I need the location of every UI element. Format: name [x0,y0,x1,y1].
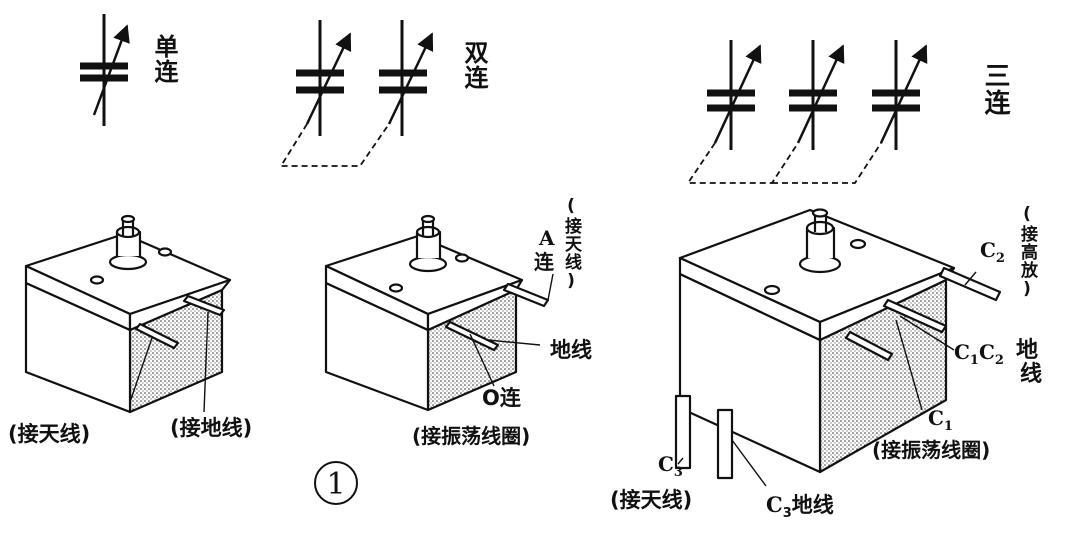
g2-o-gang-label: O连 [482,386,521,410]
single-gang-caption: 单连 [150,34,178,84]
g3-c1c2-ground-label-2: 线 [1020,362,1043,387]
double-gang-symbol [279,20,434,167]
g3-c1c2-ground-label-1: 地 [1016,338,1039,363]
g3-c3-label: C3 [658,452,683,480]
g1-ground-label: (接地线) [170,416,253,440]
g2-antenna-note: (接天线) [561,196,581,292]
g3-c3-ground-label: C3地线 [766,492,834,522]
g2-a-letter: A [539,226,555,250]
g3-c1c2-label: C1C2 [954,340,1004,368]
g3-c1-label: C1 [928,406,953,434]
g2-a-gang: 连 [534,250,554,274]
g3-antenna-label: (接天线) [610,488,693,512]
triple-gang-capacitor-drawing [674,208,1002,487]
single-gang-symbol [80,14,130,126]
g3-high-amp-note: (接高放) [1017,204,1037,300]
figure-number-circle: 1 [314,461,358,505]
g3-oscillator-label: (接振荡线圈) [872,438,991,462]
g3-c2-label: C2 [980,238,1005,266]
double-gang-capacitor-drawing [324,214,554,412]
triple-gang-symbol [686,40,928,184]
g2-oscillator-label: (接振荡线圈) [412,424,531,448]
single-gang-capacitor-drawing [24,214,232,414]
double-gang-caption: 双连 [460,40,488,90]
g1-antenna-label: (接天线) [8,422,91,446]
triple-gang-caption: 三连 [980,62,1010,116]
g2-ground-label: 地线 [550,338,592,362]
